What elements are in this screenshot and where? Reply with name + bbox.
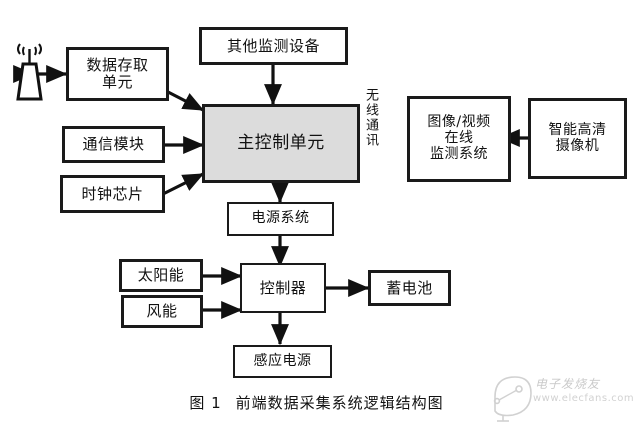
node-label: 太阳能 [137,266,185,285]
node-other-monitoring-equipment[interactable]: 其他监测设备 [199,27,348,65]
node-label: 感应电源 [253,352,312,369]
node-label: 通信模块 [82,135,145,154]
node-label: 电源系统 [251,210,310,227]
node-solar-energy[interactable]: 太阳能 [119,259,203,292]
node-battery[interactable]: 蓄电池 [368,270,451,306]
node-wind-energy[interactable]: 风能 [121,295,203,328]
node-label: 图像/视频 在线 监测系统 [427,114,491,162]
node-label: 蓄电池 [386,278,433,297]
figure-caption: 图 1 前端数据采集系统逻辑结构图 [0,392,633,413]
node-smart-hd-camera[interactable]: 智能高清 摄像机 [528,98,627,179]
node-main-control-unit[interactable]: 主控制单元 [202,104,360,183]
node-label: 风能 [146,302,178,321]
node-label: 数据存取 单元 [86,56,149,91]
node-controller[interactable]: 控制器 [240,263,326,313]
antenna-tower-icon [16,43,43,101]
watermark-url: www.elecfans.com [533,393,633,404]
figure-number: 图 1 [189,394,222,412]
node-label: 其他监测设备 [226,36,320,55]
node-label: 时钟芯片 [81,184,144,203]
watermark-brand: 电子发烧友 [535,377,601,391]
node-induction-power-supply[interactable]: 感应电源 [233,345,332,378]
watermark-logo-icon [493,376,532,422]
node-video-online-monitoring-system[interactable]: 图像/视频 在线 监测系统 [407,96,511,182]
figure-title: 前端数据采集系统逻辑结构图 [235,394,444,412]
label-text: 无线通讯 [363,88,378,148]
node-communication-module[interactable]: 通信模块 [62,126,165,163]
node-power-system[interactable]: 电源系统 [227,202,334,236]
node-data-storage-unit[interactable]: 数据存取 单元 [66,47,169,101]
edge-clock-chip-main-control [141,172,205,211]
node-clock-chip[interactable]: 时钟芯片 [60,175,165,213]
watermark: 电子发烧友 www.elecfans.com [489,371,633,423]
node-label: 主控制单元 [237,132,325,153]
edge-data-storage-main-control [146,74,205,112]
label-wireless-communication: 无线通讯 [363,88,378,148]
node-label: 智能高清 摄像机 [548,121,607,154]
node-label: 控制器 [259,278,307,297]
